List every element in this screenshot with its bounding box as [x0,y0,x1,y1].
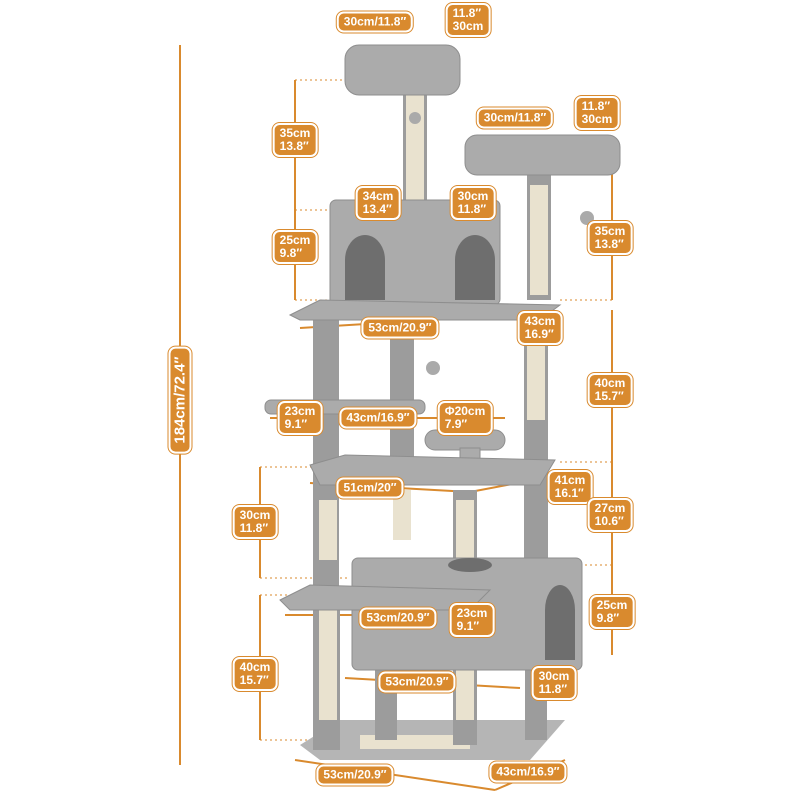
toy-balls [409,112,594,375]
total-height-label: 184cm/72.4″ [168,346,192,454]
dimension-label: 11.8″30cm [574,96,620,130]
dimension-label: 11.8″30cm [445,3,491,37]
dimension-label: 53cm/20.9″ [359,607,437,629]
dimension-label: 51cm/20″ [336,477,404,499]
dimension-label: 53cm/20.9″ [378,671,456,693]
dimension-label: 43cm/16.9″ [489,761,567,783]
dimension-label: 43cm/16.9″ [339,407,417,429]
dimension-label: 53cm/20.9″ [361,317,439,339]
cave-openings [345,235,575,660]
dimension-label: 30cm/11.8″ [476,107,554,129]
dimension-label: 30cm/11.8″ [336,11,414,33]
dimension-label: 53cm/20.9″ [316,764,394,786]
